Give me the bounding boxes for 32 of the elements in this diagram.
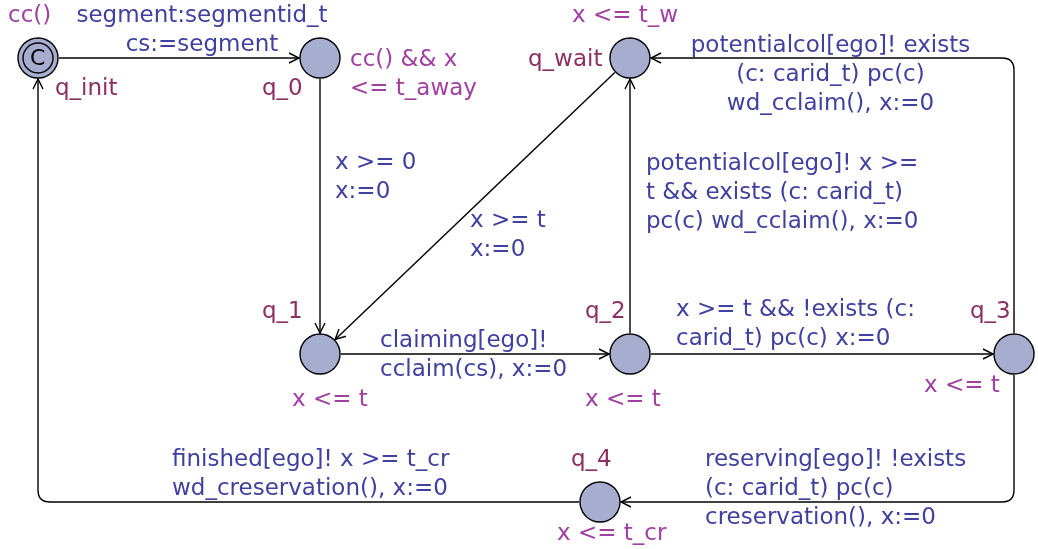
transition-arrow xyxy=(314,78,326,334)
invariant-label: x <= t xyxy=(292,384,369,413)
transition-arrow xyxy=(650,348,994,360)
edge-label: potentialcol[ego]! exists (c: carid_t) pc(c) wd_cclaim(), x:=0 xyxy=(689,30,972,117)
invariant-label: cc() && x <= t_away xyxy=(350,44,478,102)
edge-label: reserving[ego]! !exists (c: carid_t) pc(c) creservation(), x:=0 xyxy=(705,444,968,531)
state-name: q_2 xyxy=(585,296,626,325)
state-name: q_3 xyxy=(970,296,1011,325)
edge-label: segment:segmentid_t cs:=segment xyxy=(75,0,329,58)
edge-label: x >= t x:=0 xyxy=(470,205,547,263)
transition-arrow xyxy=(624,78,636,334)
edge-label: x >= t && !exists (c: carid_t) pc(c) x:=0 xyxy=(676,294,916,352)
edge-label: x >= 0 x:=0 xyxy=(335,147,418,205)
state-name: q_4 xyxy=(571,444,612,473)
committed-mark: C xyxy=(30,44,46,72)
transition-arrow xyxy=(650,52,1015,334)
edge-label: potentialcol[ego]! x >= t && exists (c: carid_t) pc(c) wd_cclaim(), x:=0 xyxy=(646,148,920,235)
invariant-label: x <= t_cr xyxy=(557,518,668,547)
transition-arrow xyxy=(620,374,1015,508)
transition-arrow xyxy=(58,52,300,64)
edge-label: claiming[ego]! cclaim(cs), x:=0 xyxy=(380,325,569,383)
state-name: q_init xyxy=(55,73,118,102)
invariant-label: x <= t_w xyxy=(572,0,680,29)
invariant-label: x <= t xyxy=(924,370,1001,399)
state-name: q_1 xyxy=(262,296,303,325)
state-name: q_0 xyxy=(262,73,303,102)
transition-arrow xyxy=(340,348,610,360)
invariant-label: x <= t xyxy=(585,384,662,413)
edge-label: finished[ego]! x >= t_cr wd_creservation(), x:=0 xyxy=(172,444,451,502)
transition-arrow xyxy=(334,71,616,341)
state-name: q_wait xyxy=(528,44,603,73)
transition-arrow xyxy=(32,78,580,503)
